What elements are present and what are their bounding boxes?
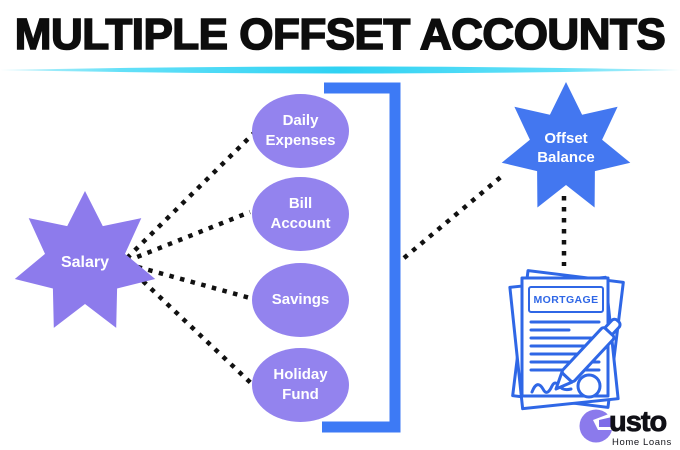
connector-salary-holiday-fund: [125, 264, 256, 388]
connector-salary-daily-expenses: [125, 131, 256, 260]
salary-star: [14, 191, 156, 328]
offset-balance-star: [501, 82, 631, 208]
account-node-daily-expenses: Daily Expenses: [252, 94, 349, 168]
account-label: Savings: [271, 290, 330, 308]
salary-star-label: Salary: [60, 253, 110, 271]
account-node-bill-account: Bill Account: [252, 177, 349, 251]
pen-icon: [554, 317, 622, 391]
logo-tagline-text: Home Loans: [612, 437, 672, 448]
connector-bracket-offset-balance: [402, 174, 504, 260]
account-label: Daily Expenses: [265, 111, 336, 149]
signature-squiggle: [530, 381, 573, 394]
connector-salary-bill-account: [126, 209, 251, 264]
logo-brand-text: usto: [609, 406, 668, 439]
account-label: Bill Account: [270, 194, 331, 232]
account-label: Holiday Fund: [273, 365, 328, 403]
account-node-savings: Savings: [252, 263, 349, 337]
mortgage-title-plate: MORTGAGE: [528, 286, 604, 313]
offset-balance-star-label: Offset Balance: [537, 129, 595, 167]
gusto-logo-g-icon: [579, 409, 614, 443]
page-title: MULTIPLE OFFSET ACCOUNTS: [14, 9, 667, 60]
grouping-bracket: [322, 82, 401, 433]
seal-stamp-icon: [576, 373, 602, 399]
account-node-holiday-fund: Holiday Fund: [252, 348, 349, 422]
divider-line: [0, 66, 680, 74]
